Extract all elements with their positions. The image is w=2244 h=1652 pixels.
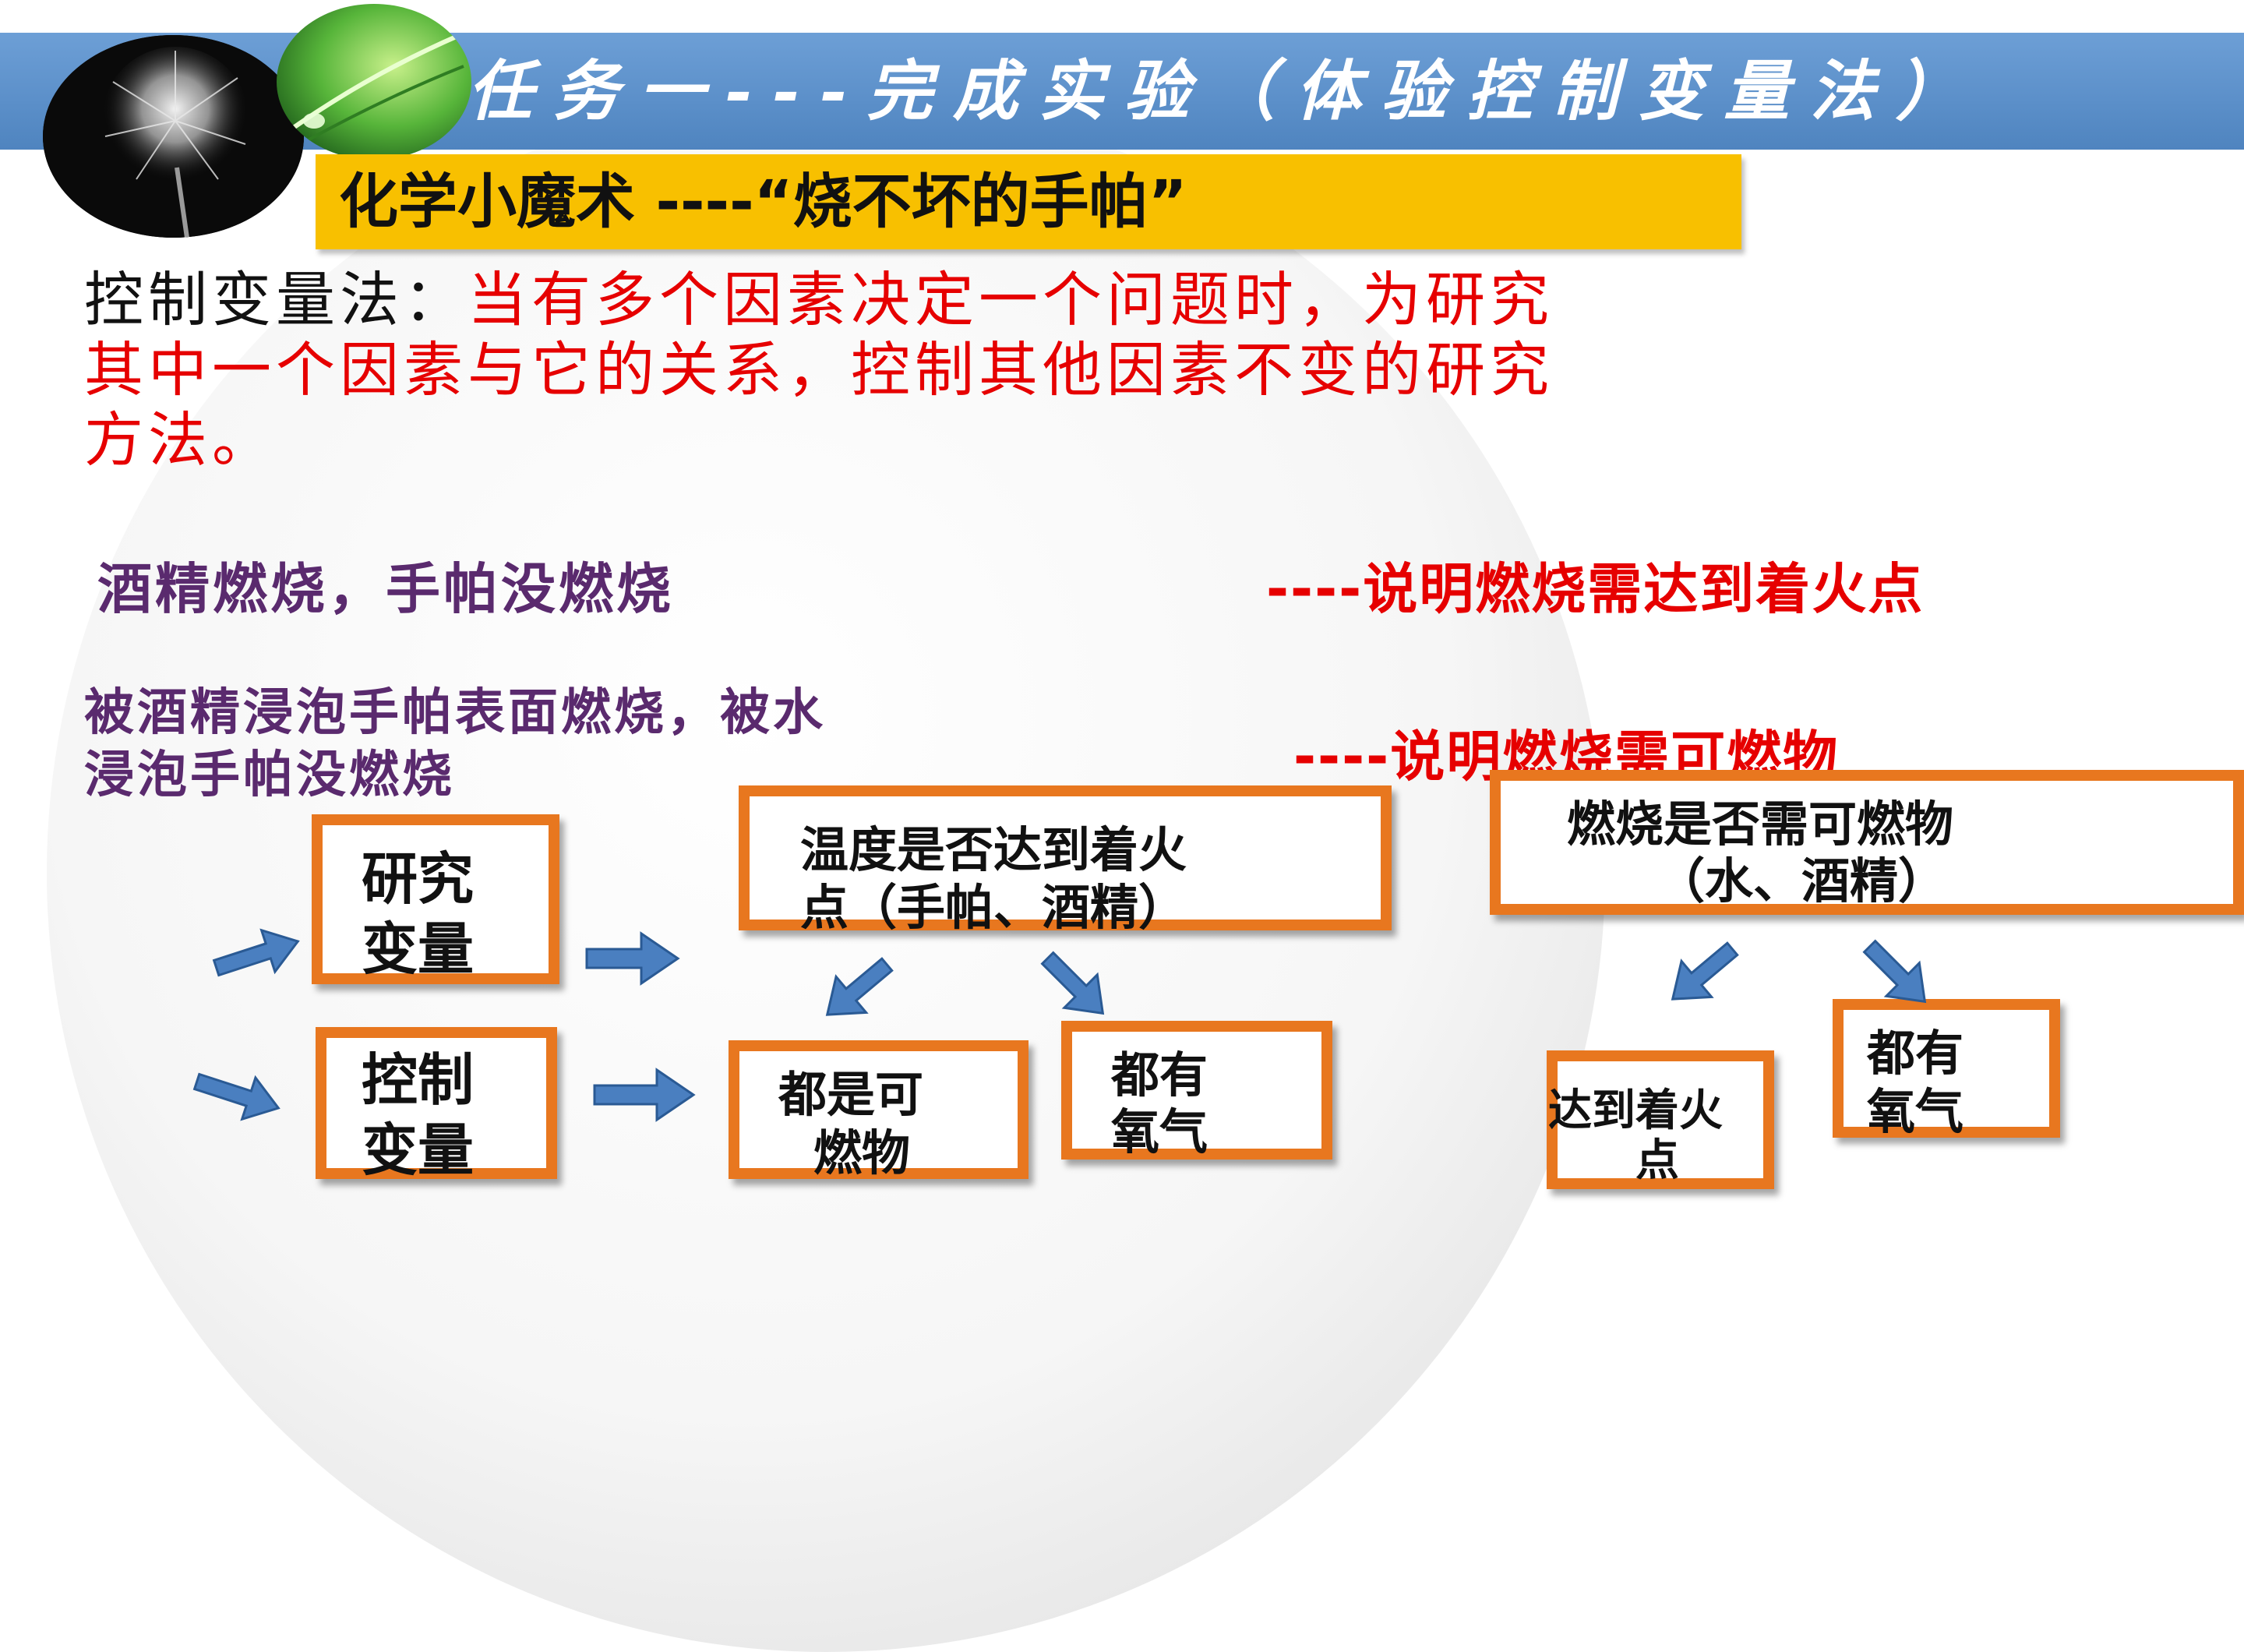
reach-ignition-line1: 达到着火: [1548, 1085, 1723, 1136]
control-variable-box: 控制 变量: [316, 1027, 557, 1183]
fuel-question-line1: 燃烧是否需可燃物: [1567, 796, 1954, 852]
temperature-question-line1: 温度是否达到着火: [800, 821, 1187, 878]
arrow-to-research-icon: [212, 928, 300, 977]
observation-2-line2: 浸泡手帕没燃烧: [84, 747, 455, 804]
definition-line1: 当有多个因素决定一个问题时，为研究: [468, 265, 1554, 334]
both-combustible-line1: 都是可: [778, 1066, 924, 1123]
fuel-question-line2: （水、酒精）: [1657, 852, 1947, 909]
both-combustible-box: 都是可 燃物: [729, 1040, 1028, 1181]
definition-lead: 控制变量法：: [84, 265, 468, 334]
header-title: 任务一---完成实验（体验控制变量法）: [468, 52, 1981, 129]
arrow-temp-down-left-icon: [825, 957, 894, 1016]
temperature-question-line2: 点（手帕、酒精）: [800, 879, 1187, 936]
arrow-temp-down-right-icon: [1040, 951, 1105, 1015]
fuel-question-box: 燃烧是否需可燃物 （水、酒精）: [1490, 770, 2244, 915]
reach-ignition-line2: 点: [1635, 1135, 1679, 1186]
research-variable-line1: 研究: [362, 845, 475, 912]
control-variable-line1: 控制: [362, 1047, 475, 1113]
observation-2-line1: 被酒精浸泡手帕表面燃烧，被水: [84, 684, 826, 742]
both-oxygen-1-line2: 氧气: [1111, 1103, 1208, 1160]
arrow-fuel-down-right-icon: [1862, 939, 1927, 1004]
arrow-to-control-icon: [192, 1072, 280, 1121]
research-variable-box: 研究 变量: [312, 814, 559, 984]
subtitle-text: 化学小魔术 ----“烧不坏的手帕”: [339, 167, 1187, 236]
research-variable-line2: 变量: [362, 916, 475, 982]
both-oxygen-1-line1: 都有: [1111, 1047, 1208, 1103]
dandelion-image: [43, 35, 304, 238]
subtitle-banner: 化学小魔术 ----“烧不坏的手帕”: [316, 154, 1741, 249]
observation-1: 酒精燃烧，手帕没燃烧: [97, 557, 674, 621]
observation-2: 被酒精浸泡手帕表面燃烧，被水 浸泡手帕没燃烧: [84, 682, 826, 807]
conclusion-1: ----说明燃烧需达到着火点: [1266, 557, 1925, 621]
definition-line2: 其中一个因素与它的关系，控制其他因素不变的研究: [84, 335, 1554, 404]
both-oxygen-2-line1: 都有: [1867, 1025, 1964, 1082]
arrow-research-to-temp-icon: [585, 931, 680, 986]
reach-ignition-box: 达到着火 点: [1547, 1050, 1774, 1189]
both-oxygen-box-2: 都有 氧气: [1833, 999, 2060, 1140]
arrow-control-to-combustible-icon: [593, 1068, 696, 1122]
temperature-question-box: 温度是否达到着火 点（手帕、酒精）: [739, 785, 1392, 936]
both-combustible-line2: 燃物: [813, 1124, 911, 1181]
leaf-image: [277, 4, 471, 160]
definition-line3: 方法。: [84, 405, 276, 475]
arrow-fuel-down-left-icon: [1671, 941, 1739, 1001]
both-oxygen-box-1: 都有 氧气: [1061, 1021, 1332, 1160]
both-oxygen-2-line2: 氧气: [1867, 1083, 1964, 1140]
control-variable-line2: 变量: [362, 1117, 475, 1183]
